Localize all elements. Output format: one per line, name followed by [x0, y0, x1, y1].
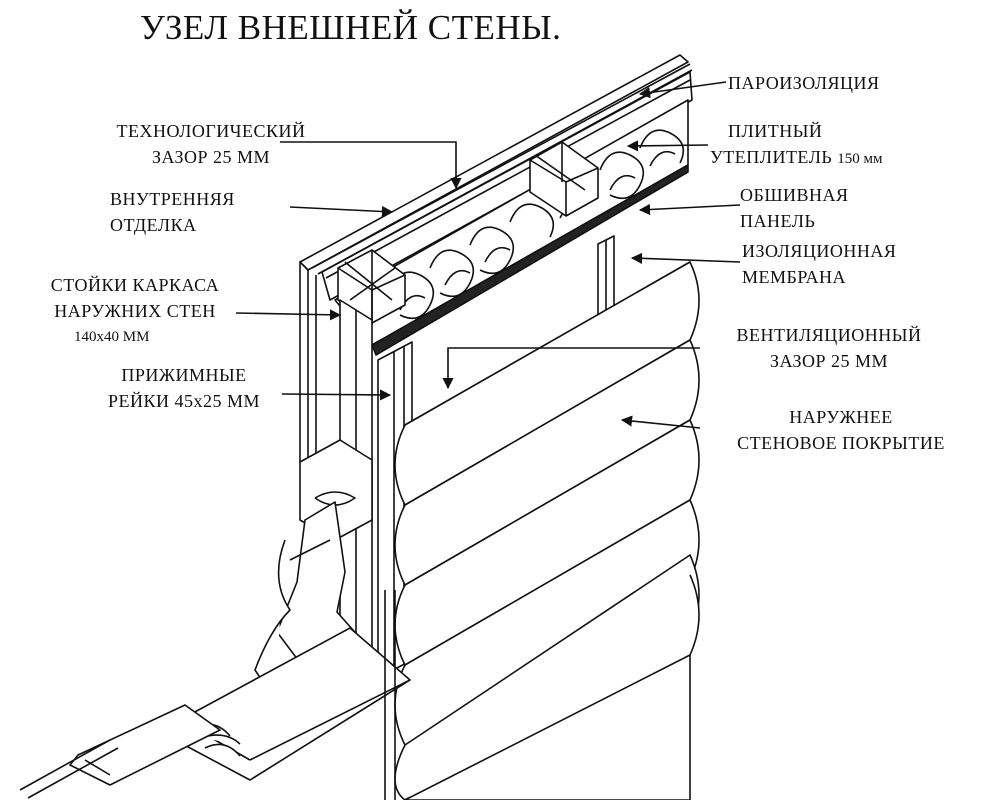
leader-insulation: [626, 140, 709, 152]
label-membrane: ИЗОЛЯЦИОННАЯ МЕМБРАНА: [742, 241, 897, 287]
label-tech-gap: ТЕХНОЛОГИЧЕСКИЙ ЗАЗОР 25 ММ: [116, 121, 306, 167]
vapor-barrier-layer: [321, 71, 693, 301]
leader-interior: [289, 205, 394, 218]
label-interior: ВНУТРЕННЯЯ ОТДЕЛКА: [110, 189, 235, 235]
frame-stud: [529, 141, 599, 217]
frame-stud: [337, 249, 406, 324]
leader-studs: [235, 309, 342, 321]
label-exterior: НАРУЖНЕЕ СТЕНОВОЕ ПОКРЫТИЕ: [737, 407, 945, 453]
leader-membrane: [630, 252, 741, 264]
leader-tech-gap: [280, 141, 462, 190]
label-studs: СТОЙКИ КАРКАСА НАРУЖНИХ СТЕН 140х40 ММ: [50, 275, 220, 345]
label-vapor-barrier: ПАРОИЗОЛЯЦИЯ: [728, 73, 880, 93]
leader-sheathing: [638, 203, 741, 216]
leader-exterior: [620, 415, 701, 429]
leader-vent-gap: [442, 347, 700, 390]
label-sheathing: ОБШИВНАЯ ПАНЕЛЬ: [740, 185, 849, 231]
label-vent-gap: ВЕНТИЛЯЦИОННЫЙ ЗАЗОР 25 ММ: [736, 325, 922, 371]
leader-battens: [281, 389, 392, 401]
window-sill: [19, 627, 411, 799]
leader-vapor-barrier: [638, 81, 727, 99]
label-battens: ПРИЖИМНЫЕ РЕЙКИ 45х25 ММ: [107, 365, 261, 411]
label-insulation: ПЛИТНЫЙ УТЕПЛИТЕЛЬ 150 мм: [710, 121, 883, 167]
diagram-title: УЗЕЛ ВНЕШНЕЙ СТЕНЫ.: [140, 8, 562, 47]
log-siding: [394, 261, 700, 800]
